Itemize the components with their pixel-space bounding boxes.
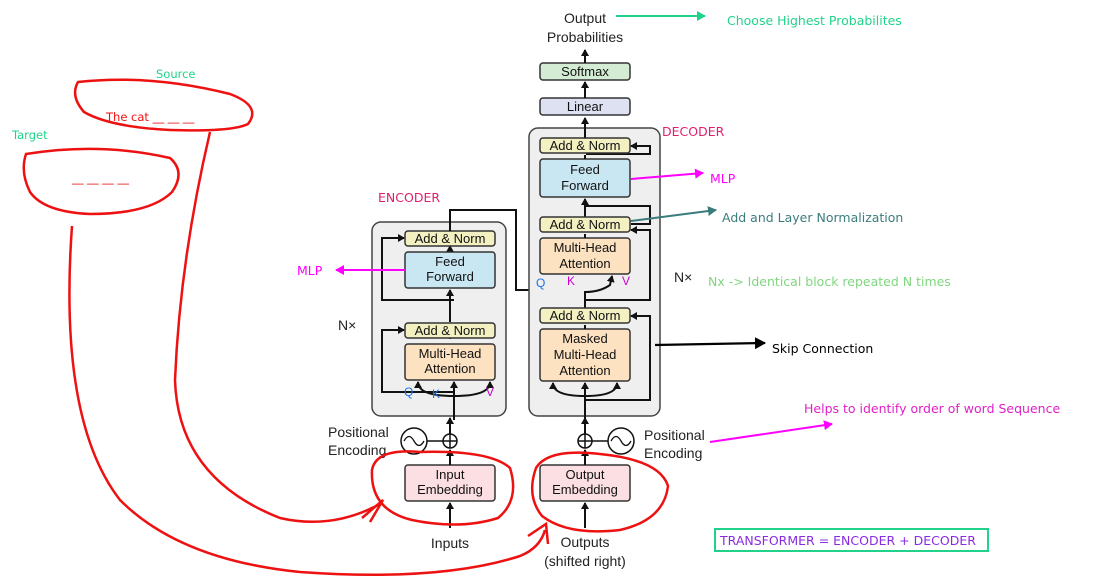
input-embedding-circle (370, 450, 515, 526)
decoder-masked-label-3: Attention (559, 363, 610, 378)
encoder-add-norm-bottom-label: Add & Norm (415, 323, 486, 338)
skip-connection-arrow (654, 337, 766, 350)
encoder-add-norm-bottom (404, 322, 496, 339)
decoder-positional-label-2: Encoding (644, 445, 702, 461)
add-layer-norm-annotation: Add and Layer Normalization (722, 210, 903, 225)
output-embedding-label-1: Output (565, 467, 604, 482)
encoder-mlp-annotation: MLP (297, 263, 323, 278)
decoder-mlp-arrow (630, 168, 704, 180)
source-annotation: Source (156, 67, 196, 81)
target-to-output-curve (68, 225, 547, 577)
transformer-equation-box (714, 528, 989, 552)
encoder-nx-label: N× (338, 317, 356, 333)
helps-order-annotation: Helps to identify order of word Sequence (804, 401, 1060, 416)
target-annotation: Target (11, 128, 48, 142)
decoder-q-label: Q (536, 276, 545, 290)
encoder-positional-label-2: Encoding (328, 442, 386, 458)
choose-highest-annotation: Choose Highest Probabilites (727, 13, 902, 28)
decoder-mha-label-1: Multi-Head (554, 240, 617, 255)
source-to-input-curve (173, 131, 381, 523)
output-embedding-circle (530, 451, 670, 533)
encoder-multi-head-attention (404, 343, 496, 381)
decoder-v-label: V (622, 274, 630, 288)
outputs-label-1: Outputs (560, 534, 609, 550)
helps-order-arrow (709, 420, 833, 443)
target-text: __ __ __ __ (71, 171, 129, 185)
decoder-add-norm-middle (539, 216, 631, 233)
encoder-v-label: V (486, 385, 494, 399)
source-text: The cat __ __ __ (105, 110, 195, 124)
decoder-positional-label-1: Positional (644, 427, 705, 443)
decoder-add-norm-bottom-label: Add & Norm (550, 308, 621, 323)
decoder-masked-label-1: Masked (562, 331, 608, 346)
input-embedding-label-1: Input (436, 467, 465, 482)
softmax-label: Softmax (561, 64, 609, 79)
encoder-ff-label-1: Feed (435, 254, 465, 269)
encoder-ff-label-2: Forward (426, 269, 474, 284)
outputs-label-2: (shifted right) (544, 553, 626, 569)
encoder-q-label: Q (404, 385, 413, 399)
decoder-add-norm-top-label: Add & Norm (550, 138, 621, 153)
decoder-masked-label-2: Multi-Head (554, 347, 617, 362)
decoder-mlp-annotation: MLP (710, 171, 736, 186)
decoder-k-label: K (567, 274, 575, 288)
transformer-equation: TRANSFORMER = ENCODER + DECODER (719, 533, 976, 548)
encoder-mha-label-2: Attention (424, 361, 475, 376)
decoder-nx-label: N× (674, 269, 692, 285)
add-layer-norm-arrow (630, 206, 717, 222)
output-probabilities-label-2: Probabilities (547, 29, 623, 45)
decoder-add-norm-middle-label: Add & Norm (550, 217, 621, 232)
source-ellipse (73, 78, 254, 132)
encoder-add-norm-top-label: Add & Norm (415, 231, 486, 246)
decoder-add-norm-bottom (539, 307, 631, 324)
nx-identical-annotation: Nx -> Identical block repeated N times (708, 274, 951, 289)
decoder-ff-label-2: Forward (561, 178, 609, 193)
encoder-mha-label-1: Multi-Head (419, 346, 482, 361)
input-embedding-label-2: Embedding (417, 482, 483, 497)
output-embedding-label-2: Embedding (552, 482, 618, 497)
decoder-mha-label-2: Attention (559, 256, 610, 271)
skip-connection-annotation: Skip Connection (772, 341, 873, 356)
encoder-k-label: K (432, 387, 440, 401)
decoder-ff-label-1: Feed (570, 162, 600, 177)
encoder-positional-label-1: Positional (328, 424, 389, 440)
inputs-label: Inputs (431, 535, 469, 551)
linear-label: Linear (567, 99, 604, 114)
target-ellipse (22, 147, 180, 216)
decoder-annotation: DECODER (662, 124, 725, 139)
encoder-annotation: ENCODER (378, 190, 440, 205)
output-probabilities-label-1: Output (564, 10, 606, 26)
